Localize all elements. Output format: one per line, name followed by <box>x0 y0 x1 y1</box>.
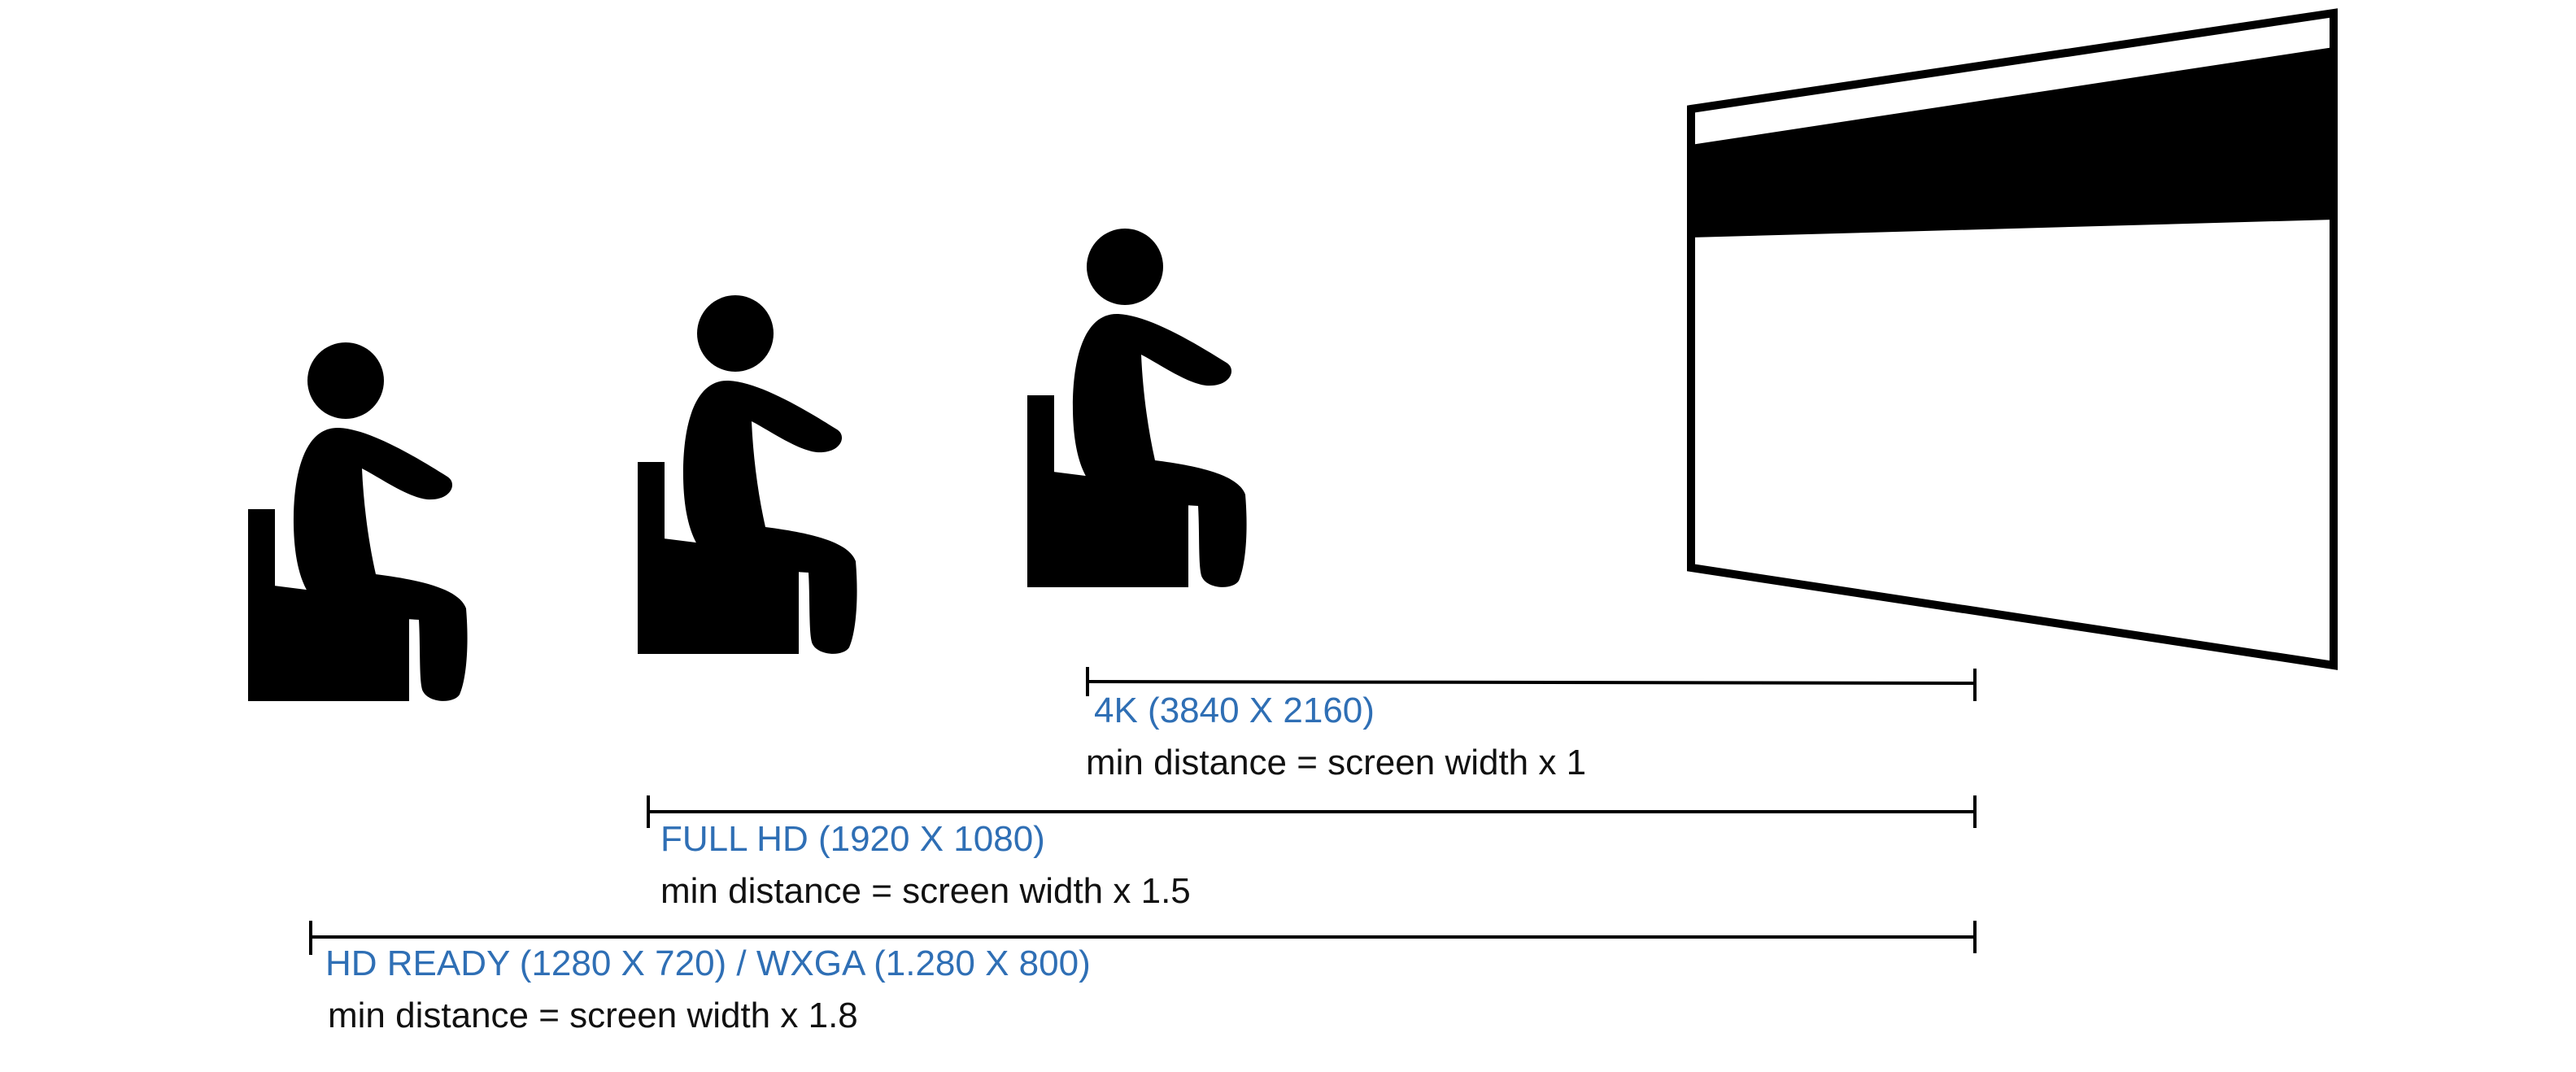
distance-line-hd-ready <box>309 921 1977 955</box>
projector-screen <box>1687 8 2338 670</box>
viewer-full-hd <box>638 295 857 654</box>
distance-line-4k <box>1086 667 1977 701</box>
label-full-hd-resolution: FULL HD (1920 X 1080) <box>660 819 1045 859</box>
viewer-hd-ready <box>248 342 468 701</box>
viewer-4k <box>1027 229 1247 587</box>
label-4k-resolution: 4K (3840 X 2160) <box>1094 691 1375 730</box>
label-full-hd-distance: min distance = screen width x 1.5 <box>660 871 1191 911</box>
label-hd-ready-resolution: HD READY (1280 X 720) / WXGA (1.280 X 80… <box>325 943 1091 983</box>
label-hd-ready-distance: min distance = screen width x 1.8 <box>328 996 858 1035</box>
distance-line-full-hd <box>647 795 1977 828</box>
label-4k-distance: min distance = screen width x 1 <box>1086 743 1587 782</box>
